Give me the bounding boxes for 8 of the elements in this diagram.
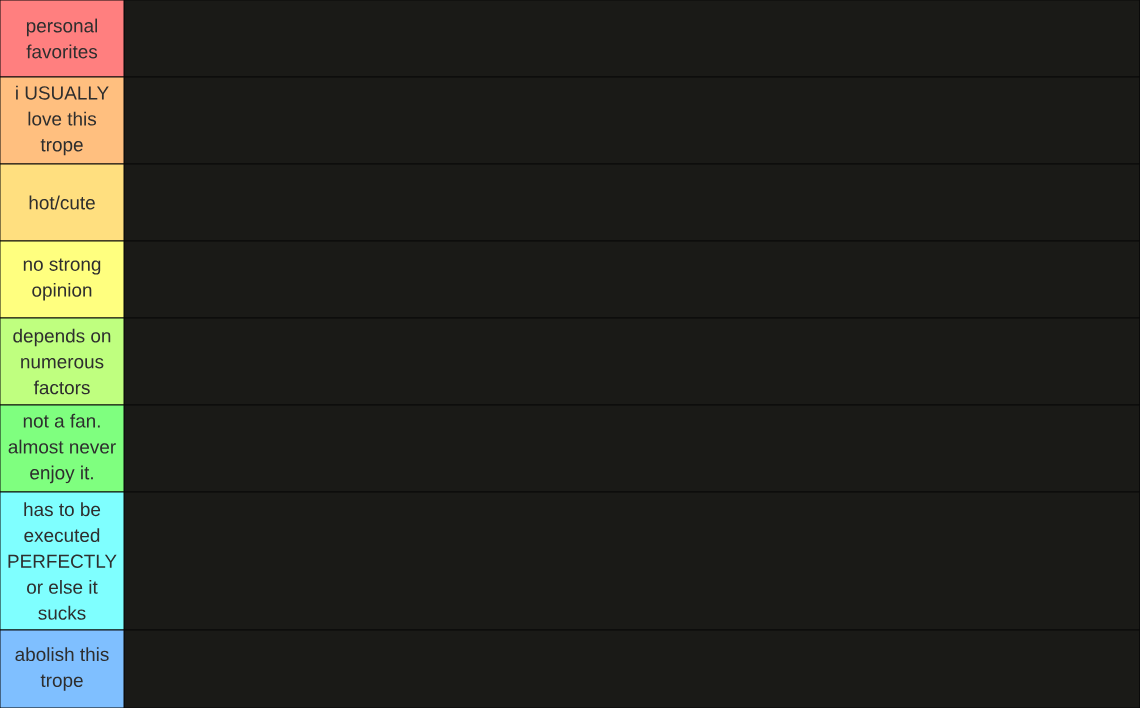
tier-label: abolish this trope [0,629,125,708]
tier-label: i USUALLY love this trope [0,76,125,165]
tier-label: personal favorites [0,0,125,78]
tier-label: depends on numerous factors [0,317,125,406]
tier-label: has to be executed PERFECTLY or else it sucks [0,491,125,631]
tier-label: hot/cute [0,163,125,242]
tier-label: no strong opinion [0,240,125,319]
tier-label: not a fan. almost never enjoy it. [0,404,125,493]
